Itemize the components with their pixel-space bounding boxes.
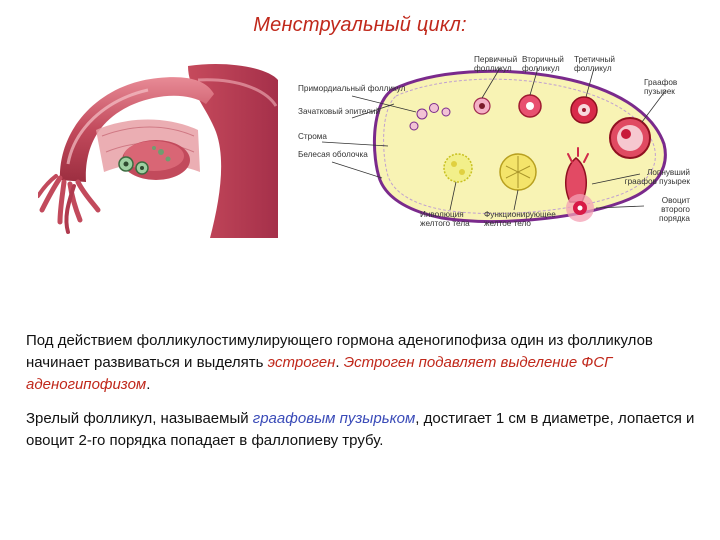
label-albicans: Белесая оболочка	[298, 150, 368, 159]
label-oocyte: Овоцит второго порядка	[659, 196, 690, 223]
paragraph-fsh: Под действием фолликулостимулирующего го…	[26, 330, 698, 396]
paragraph-fsh-text-2: .	[335, 354, 344, 371]
label-tertiary: Третичный фолликул	[574, 55, 615, 73]
paragraph-graafian-text-2: , достигает 1 см в диаметре, лопается и …	[26, 410, 695, 449]
slide-title: Менструальный цикл:	[253, 14, 467, 36]
uterus-ovary-illustration	[38, 63, 278, 238]
paragraph-fsh-text-3: .	[146, 376, 151, 393]
label-graafian: Граафов пузырек	[644, 78, 678, 96]
paragraph-fsh-text-1: Под действием фолликулостимулирующего го…	[26, 332, 653, 371]
term-estrogen: эстроген	[267, 354, 336, 371]
label-primary: Первичный фолликул	[474, 55, 518, 73]
label-primordial: Примордиальный фолликул	[298, 84, 406, 93]
paragraph-graafian-text-1: Зрелый фолликул, называемый	[26, 410, 253, 427]
label-germinal: Зачатковый эпителий	[298, 107, 381, 116]
paragraph-graafian: Зрелый фолликул, называемый граафовым пу…	[26, 408, 698, 452]
term-estrogen-suppression: Эстроген подавляет выделение ФСГ аденоги…	[26, 354, 613, 393]
ovary-cycle-diagram	[321, 67, 667, 223]
label-stroma: Строма	[298, 132, 327, 141]
label-involution: Инволюция желтого тела	[420, 210, 470, 228]
label-secondary: Вторичный фолликул	[522, 55, 564, 73]
term-graafian-follicle: граафовым пузырьком	[252, 410, 416, 427]
label-functioning: Функционирующее желтое тело	[484, 210, 556, 228]
label-ruptured: Лопнувший граафов пузырек	[624, 168, 690, 186]
